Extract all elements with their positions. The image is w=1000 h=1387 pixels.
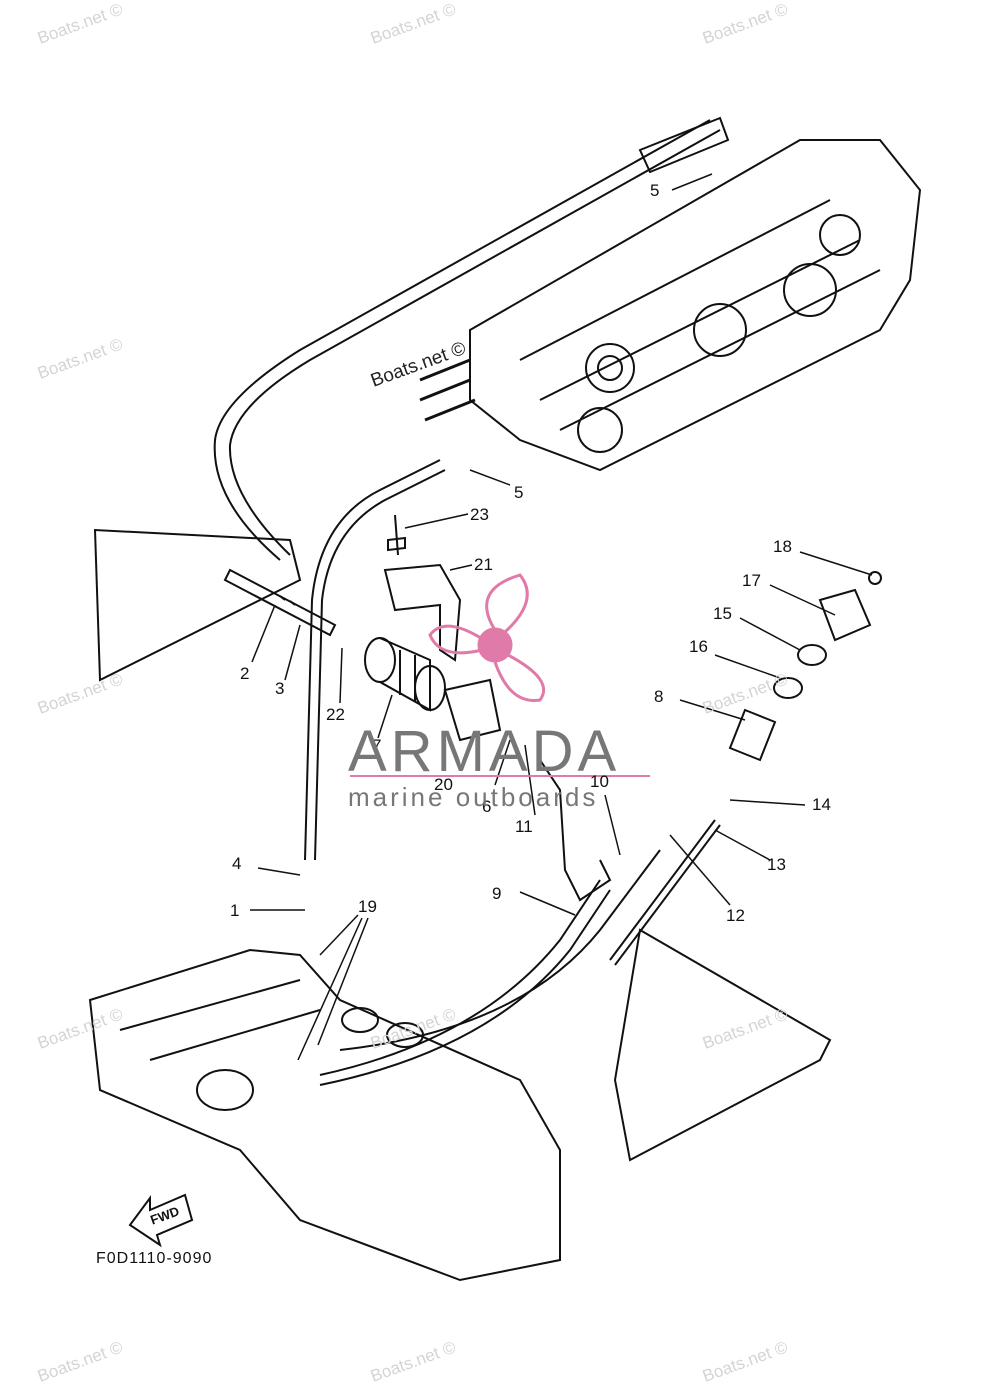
- callout-7: 7: [372, 736, 382, 755]
- armada-logo-propeller: [428, 573, 546, 703]
- fwd-arrow-icon: [128, 1193, 194, 1248]
- upper-hose: [213, 119, 721, 561]
- fuel-hose-down: [304, 459, 446, 861]
- fuel-filter: [364, 637, 446, 712]
- callout-9: 9: [492, 884, 502, 903]
- lower-hoses: [319, 759, 721, 1086]
- callout-13: 13: [767, 855, 786, 874]
- callout-21: 21: [474, 555, 493, 574]
- bracket-21: [383, 563, 462, 662]
- callout-17: 17: [742, 571, 761, 590]
- holder-20: [443, 678, 502, 742]
- callout-5-lower: 5: [514, 483, 524, 502]
- callout-2: 2: [240, 664, 250, 683]
- callout-4: 4: [232, 854, 242, 873]
- callout-22: 22: [326, 705, 345, 724]
- callout-14: 14: [812, 795, 831, 814]
- gauge-parts: [728, 571, 882, 762]
- callout-3: 3: [275, 679, 285, 698]
- reference-triangle-left: [93, 528, 302, 682]
- callout-18: 18: [773, 537, 792, 556]
- figure-code: F0D1110-9090: [96, 1250, 213, 1267]
- callout-20: 20: [434, 775, 453, 794]
- leader-lines: [250, 173, 873, 1061]
- callout-5-top: 5: [650, 181, 660, 200]
- fuel-tank: [88, 948, 561, 1282]
- callout-16: 16: [689, 637, 708, 656]
- callout-10: 10: [590, 772, 609, 791]
- callout-11: 11: [515, 817, 533, 836]
- engine-block: [419, 116, 922, 472]
- pipe-2-3: [223, 568, 337, 637]
- brand-name: ARMADA: [348, 719, 621, 784]
- brand-subtitle: marine outboards: [348, 782, 599, 812]
- callout-8: 8: [654, 687, 664, 706]
- callout-19: 19: [358, 897, 377, 916]
- bolt-23: [387, 514, 406, 556]
- callout-12: 12: [726, 906, 745, 925]
- callout-6: 6: [482, 797, 492, 816]
- callout-23: 23: [470, 505, 489, 524]
- callout-1: 1: [230, 901, 240, 920]
- reference-triangle-right: [613, 928, 832, 1162]
- callout-15: 15: [713, 604, 732, 623]
